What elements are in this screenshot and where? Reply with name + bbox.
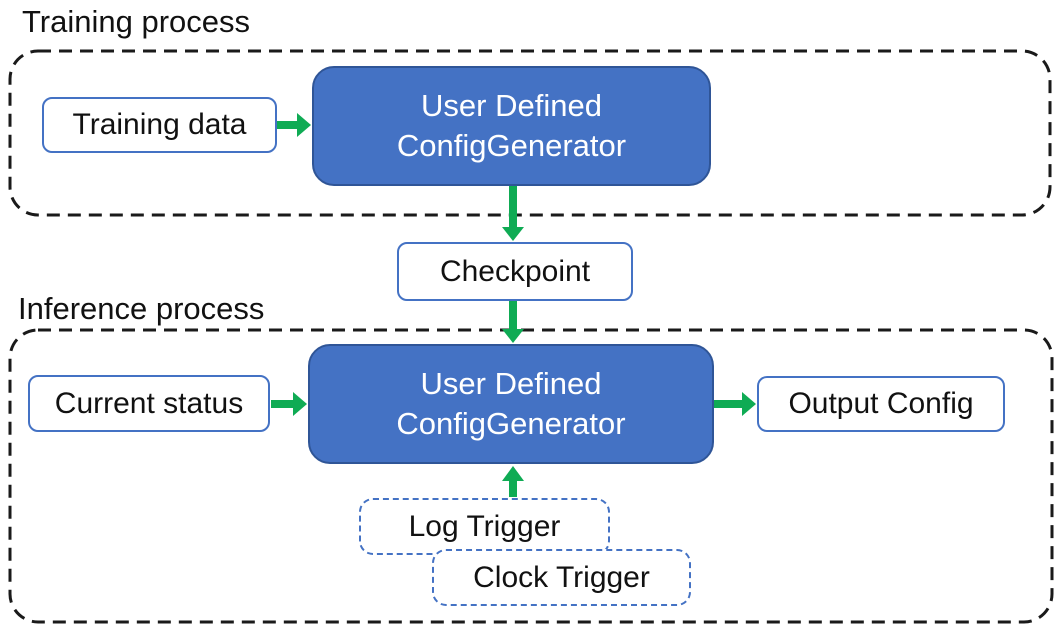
training-process-container — [8, 49, 1052, 217]
training-data-box: Training data — [42, 97, 277, 153]
training-process-title: Training process — [22, 4, 251, 39]
arrow-generator-to-checkpoint — [502, 186, 524, 241]
config-generator-training-box: User Defined ConfigGenerator — [312, 66, 711, 186]
arrow-triggers-to-generator — [502, 466, 524, 497]
config-generator-inference-line2: ConfigGenerator — [396, 406, 626, 441]
config-generator-inference-box: User Defined ConfigGenerator — [308, 344, 714, 464]
inference-process-container — [8, 328, 1054, 624]
config-generator-inference-line1: User Defined — [420, 366, 602, 401]
inference-process-title: Inference process — [18, 291, 265, 326]
output-config-box: Output Config — [757, 376, 1005, 432]
arrow-training-data-to-generator — [277, 113, 311, 137]
config-generator-training-line1: User Defined — [421, 88, 602, 123]
arrow-generator-to-output-config — [714, 392, 756, 416]
config-generator-training-line2: ConfigGenerator — [396, 128, 627, 163]
current-status-box: Current status — [28, 375, 270, 432]
log-trigger-box: Log Trigger — [359, 498, 610, 555]
arrow-current-status-to-generator — [271, 392, 307, 416]
clock-trigger-box: Clock Trigger — [432, 549, 691, 606]
arrow-checkpoint-to-generator — [502, 301, 524, 343]
checkpoint-box: Checkpoint — [397, 242, 633, 301]
